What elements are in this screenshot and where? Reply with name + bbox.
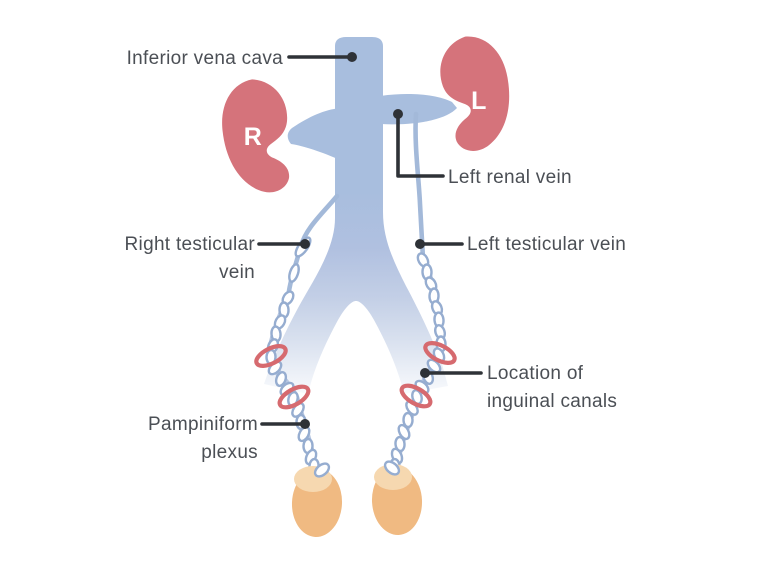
left-inguinal-ring-deep <box>399 383 433 409</box>
left-testis-highlight <box>374 464 412 490</box>
right-renal-vein <box>287 108 340 160</box>
left-testicular-label: Left testicular vein <box>467 234 626 255</box>
annotation-left-renal-vein: Left renal vein <box>393 109 572 188</box>
inguinal-label-line2: inguinal canals <box>487 391 617 412</box>
right-kidney-label: R <box>244 123 263 151</box>
right-testis <box>291 462 343 537</box>
left-renal-pointer-line <box>396 112 445 178</box>
right-kidney: R <box>222 79 290 193</box>
ivc-pointer-dot <box>347 52 357 62</box>
right-inguinal-ring-superficial <box>254 344 288 368</box>
annotation-inferior-vena-cava: Inferior vena cava <box>127 48 357 69</box>
annotation-left-testicular-vein: Left testicular vein <box>415 234 626 255</box>
left-testis <box>371 460 423 535</box>
left-kidney: L <box>440 36 510 151</box>
right-testicular-label-line2: vein <box>219 262 255 283</box>
right-inguinal-ring-deep <box>277 384 311 410</box>
pampiniform-label-line1: Pampiniform <box>148 414 258 435</box>
inguinal-canal-rings <box>254 341 457 410</box>
ivc-label: Inferior vena cava <box>127 48 284 69</box>
right-testicular-pointer-dot <box>300 239 310 249</box>
inguinal-label-line1: Location of <box>487 363 584 384</box>
left-testicular-vein-vessel <box>413 111 426 261</box>
left-kidney-label: L <box>471 87 487 115</box>
right-testicular-label-line1: Right testicular <box>125 234 256 255</box>
inguinal-pointer-dot <box>420 368 430 378</box>
annotation-inguinal-canals: Location of inguinal canals <box>420 363 617 412</box>
left-inguinal-ring-superficial <box>423 341 457 365</box>
left-testicular-pointer-dot <box>415 239 425 249</box>
right-testicular-vein-loop <box>288 263 300 283</box>
inferior-vena-cava <box>264 37 448 394</box>
pampiniform-label-line2: plexus <box>201 442 258 463</box>
pampiniform-pointer-dot <box>300 419 310 429</box>
annotation-pampiniform-plexus: Pampiniform plexus <box>148 414 310 463</box>
left-renal-pointer-dot <box>393 109 403 119</box>
left-renal-label: Left renal vein <box>448 167 572 188</box>
annotation-right-testicular-vein: Right testicular vein <box>125 234 310 283</box>
left-renal-vein <box>380 94 457 125</box>
